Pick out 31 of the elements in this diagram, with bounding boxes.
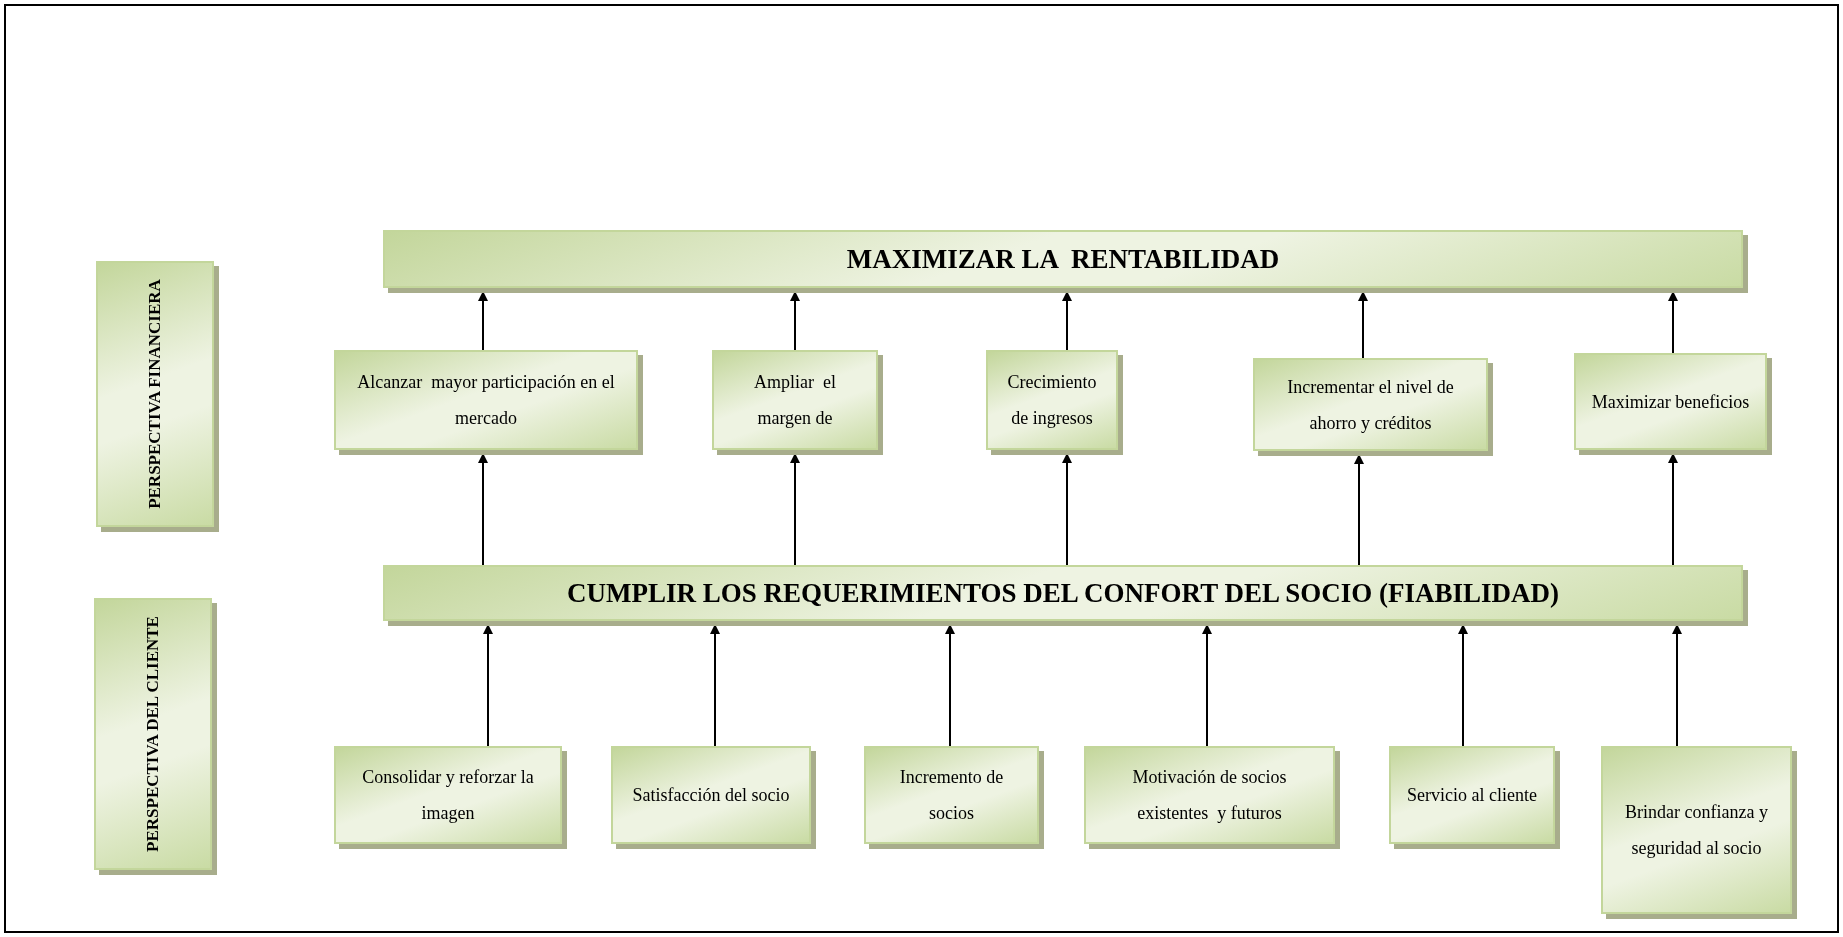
arrow (710, 624, 720, 747)
arrow (1668, 453, 1678, 566)
arrow (478, 453, 488, 566)
arrow (790, 291, 800, 351)
arrow (1354, 454, 1364, 566)
arrow (1358, 291, 1368, 359)
arrow (1062, 453, 1072, 566)
arrow (1668, 291, 1678, 354)
objective-text: Ampliar el margen de (753, 371, 837, 430)
objective-text: Alcanzar mayor participación en el mercado (356, 371, 616, 430)
objective-text: Consolidar y reforzar la imagen (361, 766, 535, 825)
arrow (478, 291, 488, 351)
objective-text: Crecimiento de ingresos (1006, 371, 1098, 430)
arrow (1202, 624, 1212, 747)
perspective-label: PERSPECTIVA FINANCIERA (144, 278, 166, 511)
objective-text: Satisfacción del socio (632, 784, 790, 807)
arrow (1672, 624, 1682, 747)
objective-text: Incremento de socios (898, 766, 1005, 825)
arrow (790, 453, 800, 566)
arrow (483, 624, 493, 747)
arrow (945, 624, 955, 747)
objective-title: CUMPLIR LOS REQUERIMIENTOS DEL CONFORT DEL SOCIO (FIABILIDAD) (567, 576, 1559, 610)
arrow (1062, 291, 1072, 351)
objective-text: Motivación de socios existentes y futuros (1131, 766, 1288, 825)
arrow (1458, 624, 1468, 747)
objective-text: Servicio al cliente (1407, 784, 1537, 807)
objective-text: Brindar confianza y seguridad al socio (1624, 801, 1769, 860)
objective-title: MAXIMIZAR LA RENTABILIDAD (846, 242, 1280, 276)
objective-text: Incrementar el nivel de ahorro y créditos (1286, 375, 1455, 435)
perspective-label: PERSPECTIVA DEL CLIENTE (142, 615, 164, 854)
objective-text: Maximizar beneficios (1591, 390, 1750, 414)
